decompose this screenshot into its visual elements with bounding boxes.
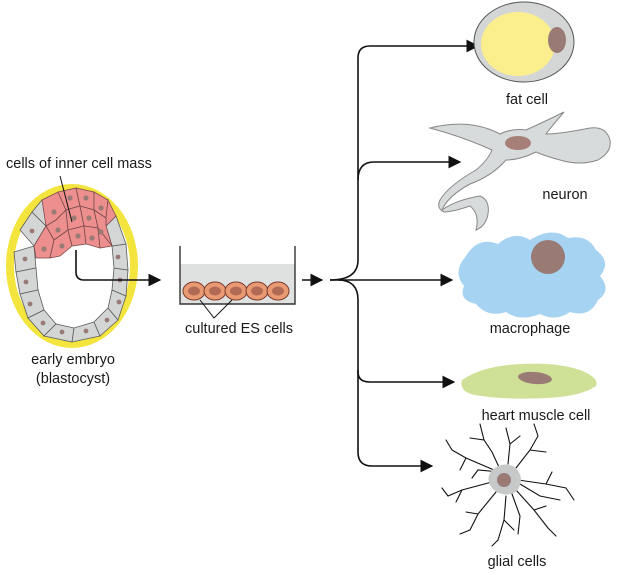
label-blastocyst: (blastocyst) xyxy=(36,371,110,387)
culture-dish xyxy=(179,246,296,319)
heart-muscle-cell-illustration xyxy=(461,363,597,399)
neuron-illustration xyxy=(428,111,611,231)
fat-cell-illustration xyxy=(473,1,575,83)
inner-cell-mass-pointer xyxy=(59,175,73,223)
label-heart-muscle-cell: heart muscle cell xyxy=(482,408,591,424)
macrophage-illustration xyxy=(458,232,606,318)
label-inner-cell-mass: cells of inner cell mass xyxy=(6,156,152,172)
label-fat-cell: fat cell xyxy=(506,92,548,108)
label-glial-cells: glial cells xyxy=(488,554,547,570)
label-macrophage: macrophage xyxy=(490,321,571,337)
blastocyst xyxy=(6,184,138,348)
embryo-to-dish-arrow xyxy=(75,250,162,287)
label-neuron: neuron xyxy=(542,187,587,203)
cell-nuclei xyxy=(22,195,123,335)
differentiation-arrows xyxy=(329,39,480,473)
label-cultured-es-cells: cultured ES cells xyxy=(185,321,293,337)
label-early-embryo: early embryo xyxy=(31,352,115,368)
glial-cell-illustration xyxy=(441,423,575,547)
